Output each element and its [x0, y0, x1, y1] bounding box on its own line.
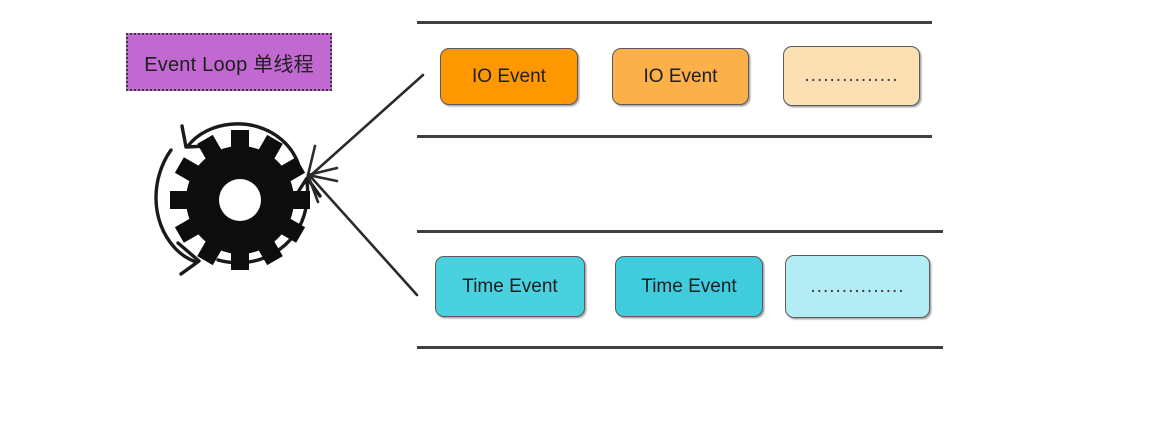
connector-arrowhead-icon [306, 144, 339, 204]
time-event-ellipsis: ............... [810, 275, 905, 297]
queue-connectors [290, 50, 470, 310]
io-event-label-1: IO Event [472, 65, 546, 87]
time-event-box-1[interactable]: Time Event [435, 256, 585, 317]
gear-loop-svg [154, 122, 322, 276]
io-event-label-2: IO Event [643, 65, 718, 87]
time-event-box-2[interactable]: Time Event [615, 256, 763, 317]
event-loop-title-box: Event Loop 单线程 [126, 33, 332, 91]
io-queue-rail-bottom [417, 135, 932, 138]
io-event-box-3[interactable]: ............... [783, 46, 920, 106]
time-event-box-3[interactable]: ............... [785, 255, 930, 318]
gear-icon [170, 130, 310, 270]
loop-arrow-left-icon [154, 148, 201, 276]
io-event-box-2[interactable]: IO Event [612, 48, 749, 105]
connector-svg [306, 73, 425, 297]
io-queue-rail-top [417, 21, 932, 24]
time-queue-rail-top [417, 230, 943, 233]
time-event-label-1: Time Event [462, 275, 558, 297]
time-event-label-2: Time Event [641, 275, 737, 297]
event-loop-label: Event Loop 单线程 [144, 53, 314, 76]
io-event-box-1[interactable]: IO Event [440, 48, 578, 105]
io-event-ellipsis: ............... [804, 65, 899, 86]
time-queue-connector-line [308, 174, 419, 297]
time-queue-rail-bottom [417, 346, 943, 349]
io-queue-connector-line [308, 73, 425, 178]
event-loop-graphic [148, 108, 348, 293]
